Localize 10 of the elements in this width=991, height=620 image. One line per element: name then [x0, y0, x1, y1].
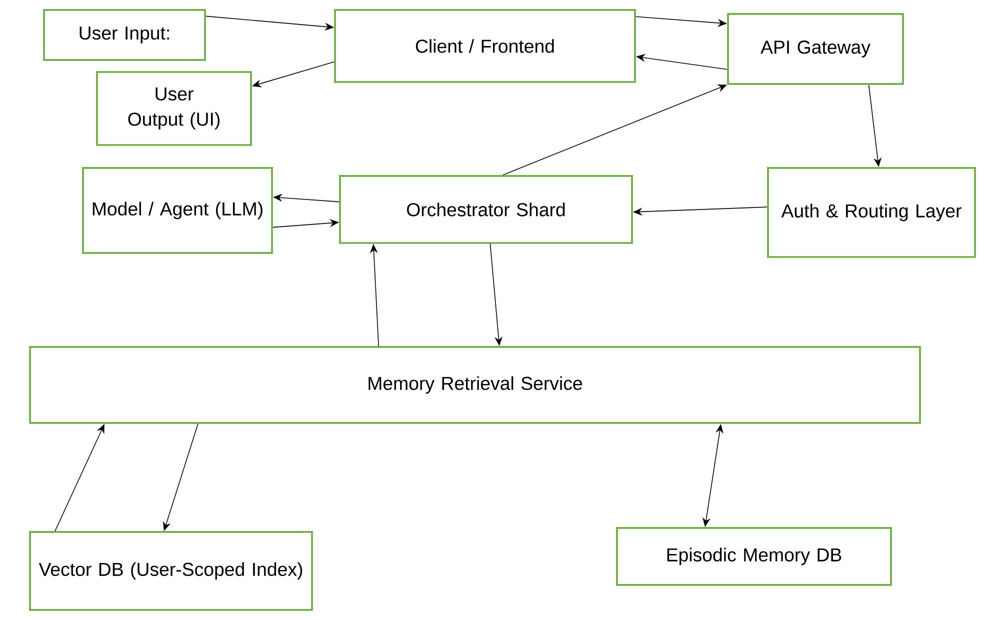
- process-box: User Input:: [43, 9, 206, 61]
- process-box: Client / Frontend: [334, 9, 636, 83]
- process-box: Orchestrator Shard: [339, 175, 633, 244]
- process-box: Model / Agent (LLM): [82, 167, 273, 254]
- process-box: Episodic Memory DB: [616, 527, 892, 586]
- process-box: Memory Retrieval Service: [29, 346, 921, 424]
- process-box: Vector DB (User-Scoped Index): [29, 531, 313, 611]
- process-box: Auth & Routing Layer: [767, 167, 976, 258]
- process-box: User Output (UI): [96, 71, 252, 146]
- process-box: API Gateway: [727, 13, 904, 85]
